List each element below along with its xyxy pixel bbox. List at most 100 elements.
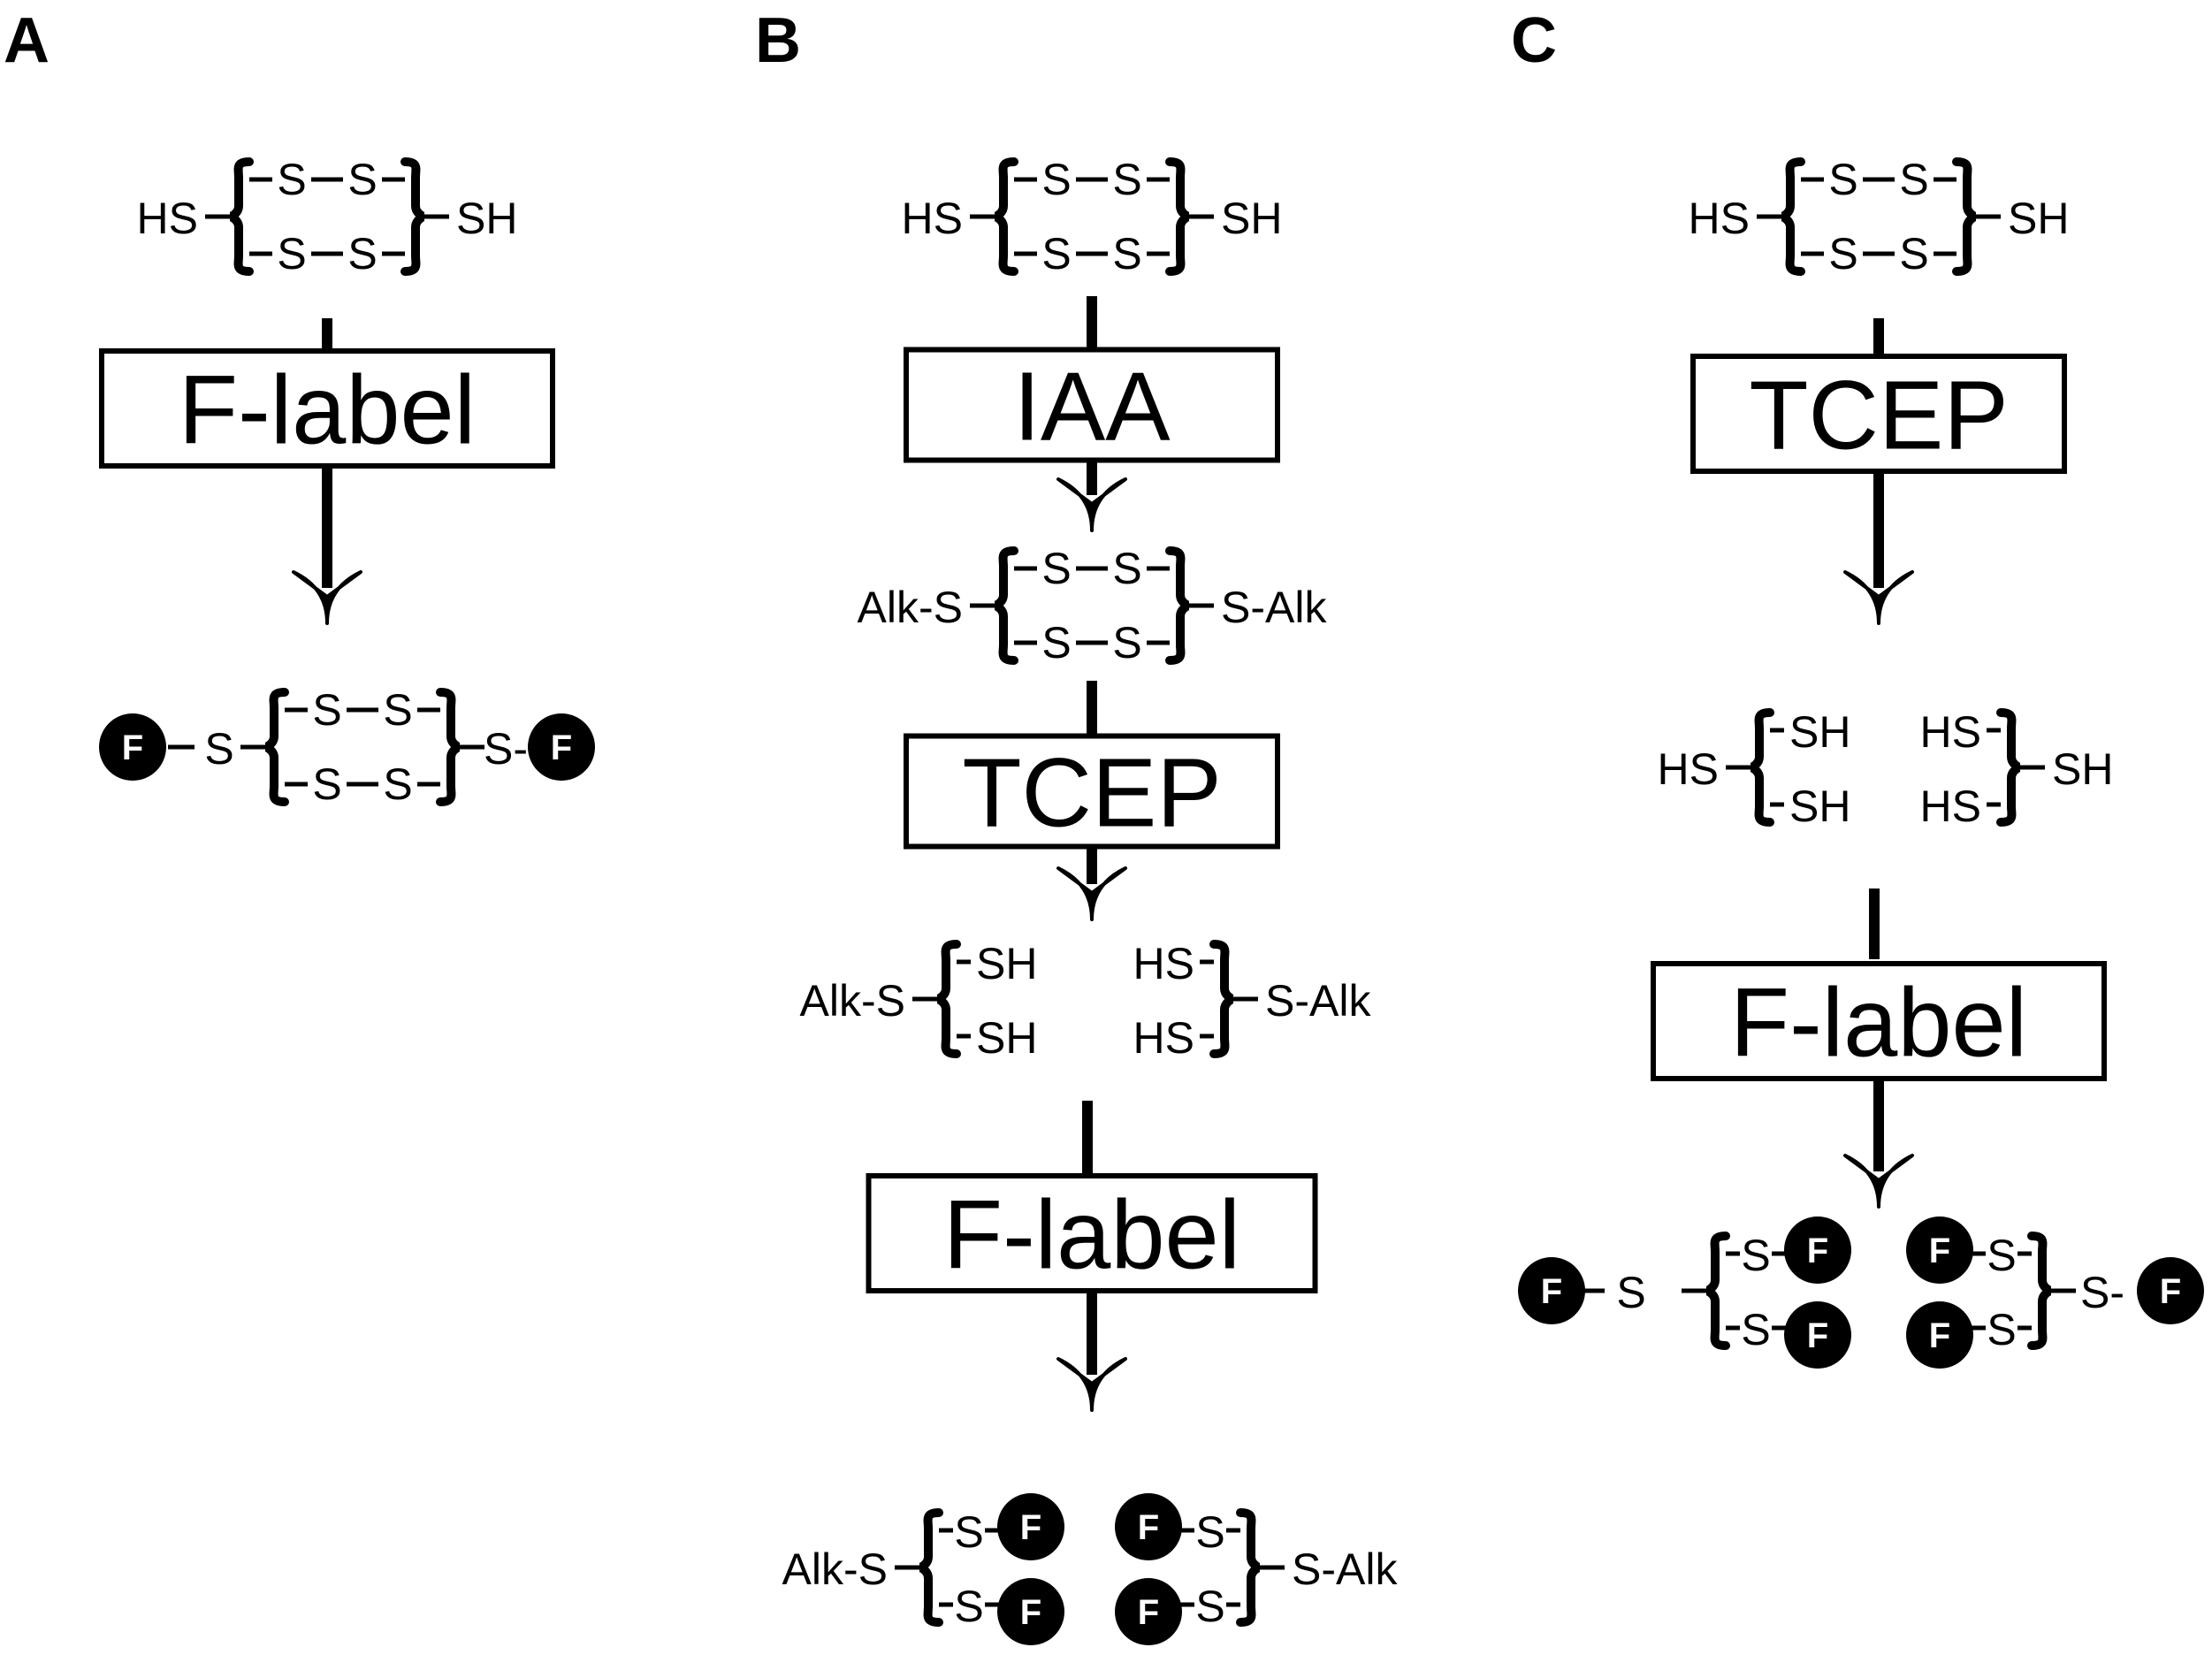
arm-group: HS [1920,707,1981,757]
step-box-label: IAA [1013,353,1171,461]
f-label-disc [99,713,166,781]
arm-group: SH [1789,782,1850,831]
f-label-tag: F [997,1493,1064,1560]
f-label-tag: F [528,713,595,781]
sulfur-atom: S [1041,618,1071,667]
chain-brace [1996,708,2021,827]
reduced-chain-left: HS SH SH [1658,707,1851,831]
left-chain-brace [994,157,1018,276]
right-side-group: SH [2008,194,2069,243]
right-chain-brace [1952,157,1977,276]
arrow-head [1056,1357,1127,1412]
arm-sulfur: S [1741,1231,1770,1280]
sulfur-atom: S [1041,544,1071,593]
arm-group: SH [976,1013,1037,1063]
f-label-letter: F [1138,1593,1159,1632]
arm-sulfur: S [1741,1305,1770,1354]
left-side-group: HS [137,194,198,243]
f-label-step-box: F-label [866,1173,1318,1293]
chain-brace [1750,708,1774,827]
f-label-letter: F [1020,1508,1041,1547]
f-label-tag: F [1115,1578,1182,1645]
left-side-group: HS [1689,194,1750,243]
chain-brace [1705,1232,1730,1350]
sulfur-atom: S [1828,155,1857,204]
side-sulfur: S- [2080,1268,2124,1317]
tcep-step-box: TCEP [904,733,1280,850]
side-group: HS [1658,744,1719,794]
side-group: SH [2052,744,2113,794]
f-label-letter: F [1929,1316,1950,1355]
chain-brace [936,940,961,1058]
reduced-chain-right: SH HS HS [1920,707,2114,831]
right-chain-brace [1165,157,1190,276]
f-label-letter: F [1929,1232,1950,1270]
panel-letter-c: C [1511,5,1557,76]
down-arrow [1056,847,1127,921]
arm-group: HS [1133,939,1194,988]
sulfur-atom: S [1112,544,1141,593]
right-side-group: SH [1221,194,1282,243]
left-chain-brace [229,157,254,276]
f-label-letter: F [2160,1272,2181,1311]
step-box-frame [904,733,1280,850]
left-side-group: Alk-S [858,583,963,632]
chain-brace [1209,940,1234,1058]
side-group: Alk-S [800,976,905,1026]
f-label-tag: F [1906,1216,1973,1284]
right-chain-brace [1165,546,1190,665]
arm-sulfur: S [1195,1507,1224,1557]
f-label-disc [997,1493,1064,1560]
f-label-tag: F [1518,1257,1585,1324]
f-label-disc [2137,1257,2204,1324]
f-label-disc [997,1578,1064,1645]
iaa-step-box: IAA [904,347,1280,463]
tcep-step-box: TCEP [1690,354,2067,474]
side-group: S-Alk [1292,1544,1398,1594]
chain-brace [919,1508,943,1627]
right-side-group: S-Alk [1221,583,1327,632]
right-side-group: SH [456,194,517,243]
sulfur-atom: S [277,155,306,204]
f-label-letter: F [1541,1272,1562,1311]
sulfur-atom: S [1041,155,1071,204]
f-label-step-box: F-label [99,348,555,469]
arm-group: SH [1789,707,1850,757]
arm-group: HS [1920,782,1981,831]
chain-brace [2027,1232,2052,1350]
step-box-label: F-label [1730,969,2027,1078]
arm-sulfur: S [954,1582,983,1631]
step-box-frame [99,348,555,469]
sulfur-atom: S [1112,155,1141,204]
step-box-frame [1651,961,2107,1081]
right-chain-brace [400,157,425,276]
side-sulfur: S [204,724,233,774]
step-box-label: F-label [943,1181,1240,1290]
arm-sulfur: S [1987,1305,2016,1354]
sulfur-atom: S [1041,229,1071,278]
f-label-tag: F [99,713,166,781]
panel-letter-b: B [755,5,801,76]
sulfur-atom: S [1828,229,1857,278]
f-label-disc [528,713,595,781]
sulfur-atom: S [1112,618,1141,667]
f-label-letter: F [551,728,572,767]
f-label-tag: F [1906,1301,1973,1369]
down-arrow [292,466,362,625]
left-chain-brace [1781,157,1805,276]
down-arrow [1843,1079,1914,1209]
arrow-head [1843,570,1914,625]
f-label-disc [1115,1578,1182,1645]
